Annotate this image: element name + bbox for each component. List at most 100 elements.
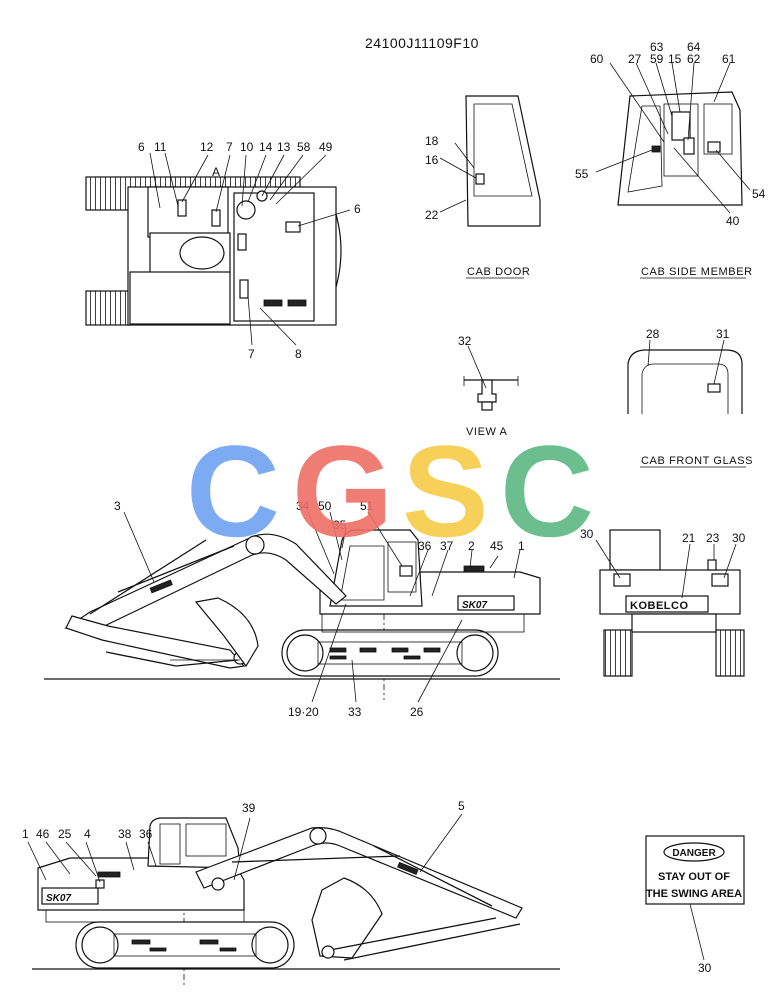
- danger-sign: DANGER STAY OUT OF THE SWING AREA 30: [645, 835, 745, 975]
- callout-top-49: 49: [319, 140, 333, 154]
- callout-lv-39: 39: [242, 801, 256, 815]
- callout-rv-21: 21: [682, 531, 696, 545]
- callout-side-54: 54: [752, 187, 766, 201]
- side-decal-brand: [463, 565, 485, 572]
- callout-lv-38: 38: [118, 827, 132, 841]
- side-decal-15: [671, 111, 691, 141]
- top-decal-8a: [263, 299, 283, 307]
- cab-front-glass-view: 28 31 CAB FRONT GLASS: [627, 327, 753, 468]
- callout-lv-5: 5: [458, 799, 465, 813]
- callout-top-14: 14: [259, 140, 273, 154]
- callout-top-58: 58: [297, 140, 311, 154]
- callout-door-16: 16: [425, 153, 439, 167]
- watermark-letter-g: G: [292, 418, 393, 564]
- cab-door-view: 18 16 22 CAB DOOR: [425, 95, 541, 279]
- top-fuel-cap: [236, 200, 256, 220]
- top-decal-7b: [239, 279, 249, 299]
- callout-top-10: 10: [240, 140, 254, 154]
- watermark-letter-s: S: [402, 418, 489, 564]
- callout-sv-3: 3: [114, 499, 121, 513]
- cgsc-watermark: C G S C: [186, 418, 594, 564]
- rear-cab: [609, 529, 661, 571]
- rear-brand: KOBELCO: [630, 600, 689, 612]
- callout-door-18: 18: [425, 134, 439, 148]
- drawing-number: 24100J11109F10: [365, 35, 479, 51]
- top-decal-12: [177, 199, 187, 217]
- callout-lv-25: 25: [58, 827, 72, 841]
- danger-line-2: THE SWING AREA: [646, 888, 742, 900]
- callout-top-6a: 6: [138, 140, 145, 154]
- side-model-badge: SK07: [462, 600, 487, 611]
- side-cab: [329, 529, 423, 607]
- callout-sv-33: 33: [348, 705, 362, 719]
- rear-track-left: [603, 629, 633, 677]
- callout-sv-45: 45: [490, 539, 504, 553]
- callout-top-13: 13: [277, 140, 291, 154]
- callout-rv-30b: 30: [732, 531, 746, 545]
- side-boom-decal: [149, 579, 173, 594]
- callout-sv-35: 35: [333, 518, 347, 532]
- callout-side-62: 62: [687, 52, 701, 66]
- callout-top-8: 8: [295, 347, 302, 361]
- side-decal-54: [707, 141, 721, 153]
- front-decal-31: [707, 383, 721, 393]
- door-decal-16: [475, 173, 485, 185]
- callout-sv-2: 2: [468, 539, 475, 553]
- caption-cab-front-glass: CAB FRONT GLASS: [641, 455, 753, 467]
- callout-top-12: 12: [200, 140, 214, 154]
- top-decal-6b: [285, 221, 301, 233]
- callout-front-31: 31: [716, 327, 730, 341]
- left-model-badge: [41, 887, 99, 905]
- callout-lv-36: 36: [139, 827, 153, 841]
- callout-sv-37: 37: [440, 539, 454, 553]
- cab-side-member-view: 60 27 59 63 15 64 62 61 55 54 40 CAB SID…: [575, 40, 766, 279]
- callout-side-61: 61: [722, 52, 736, 66]
- left-cab: [147, 817, 241, 869]
- right-side-view: SK07 3 34 50 51 35 36 37 2 45: [44, 499, 560, 719]
- rear-lamp-left: [613, 573, 631, 587]
- side-track: [281, 629, 499, 677]
- top-rear-deck: [129, 271, 231, 325]
- top-decal-7a: [211, 209, 221, 227]
- top-swing-circle: [179, 236, 225, 270]
- callout-side-40: 40: [726, 214, 740, 228]
- left-model-text: SK07: [46, 893, 71, 904]
- callout-viewa-32: 32: [458, 334, 472, 348]
- callout-top-11: 11: [154, 140, 167, 154]
- callout-side-64: 64: [687, 40, 701, 54]
- watermark-letter-c2: C: [500, 418, 594, 564]
- side-decal-62: [683, 137, 695, 155]
- callout-sv-50: 50: [318, 499, 332, 513]
- rear-counterweight-badge: [625, 595, 709, 613]
- left-boom-decal: [397, 861, 419, 876]
- side-bucket: [194, 597, 259, 668]
- caption-cab-door: CAB DOOR: [467, 266, 530, 278]
- callout-lv-1: 1: [22, 827, 29, 841]
- callout-sv-36: 36: [418, 539, 432, 553]
- top-track-lower: [85, 290, 131, 326]
- top-view: A 6 11 12 7 10 14 13 58 49 6 7 8: [85, 140, 361, 361]
- callout-front-28: 28: [646, 327, 660, 341]
- callout-rv-23: 23: [706, 531, 720, 545]
- top-decal-10: [237, 233, 247, 251]
- top-decal-8b: [287, 299, 307, 307]
- caption-cab-side-member: CAB SIDE MEMBER: [641, 266, 753, 278]
- callout-lv-4: 4: [84, 827, 91, 841]
- rear-view: KOBELCO 30 21 23 30: [580, 527, 746, 677]
- callout-side-55: 55: [575, 167, 589, 181]
- left-decal-4: [95, 879, 105, 889]
- view-a: 32 VIEW A: [458, 334, 519, 438]
- rear-track-right: [715, 629, 745, 677]
- callout-side-59: 59: [650, 52, 664, 66]
- callout-side-27: 27: [628, 52, 642, 66]
- left-side-view: SK07 1 46 25 4 38 36 39 5: [22, 799, 560, 985]
- danger-oval: [663, 842, 725, 862]
- side-decal-55: [651, 145, 661, 153]
- watermark-letter-c1: C: [186, 418, 280, 564]
- callout-top-6b: 6: [354, 202, 361, 216]
- callout-sv-26: 26: [410, 705, 424, 719]
- side-decal-51: [399, 565, 413, 577]
- callout-lv-46: 46: [36, 827, 50, 841]
- side-decal-model: [457, 595, 515, 611]
- danger-line-1: STAY OUT OF: [658, 871, 730, 883]
